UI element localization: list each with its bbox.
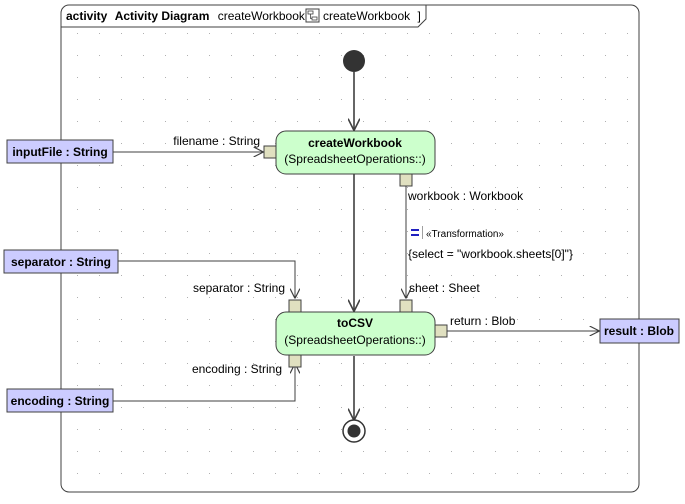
pin-label-workbook: workbook : Workbook	[407, 189, 524, 203]
frame-reference: createWorkbook ]	[323, 9, 421, 23]
action-owner: (SpreadsheetOperations::)	[284, 333, 425, 347]
frame-keyword: activity	[66, 9, 108, 23]
pin-separator[interactable]	[288, 299, 302, 313]
parameter-label: separator : String	[11, 255, 111, 269]
parameter-label: inputFile : String	[12, 145, 107, 159]
pin-label-filename: filename : String	[173, 134, 260, 148]
pin-sheet[interactable]	[399, 299, 413, 313]
equals-icon	[411, 226, 423, 239]
frame-tab-border	[61, 5, 427, 28]
object-flow-separator[interactable]	[118, 260, 295, 298]
parameter-result[interactable]: result : Blob	[599, 318, 680, 344]
action-name: createWorkbook	[308, 136, 402, 150]
parameter-separator[interactable]: separator : String	[3, 249, 119, 274]
pin-label-encoding: encoding : String	[192, 362, 282, 376]
parameter-encoding[interactable]: encoding : String	[6, 388, 114, 413]
frame-name: createWorkbook	[218, 9, 306, 23]
activity-final-node[interactable]	[342, 419, 366, 443]
pin-filename[interactable]	[263, 145, 277, 159]
pin-encoding[interactable]	[288, 354, 302, 368]
frame-reference-name: createWorkbook	[323, 9, 411, 23]
parameter-label: encoding : String	[11, 394, 110, 408]
frame-header: activity Activity Diagram createWorkbook…	[66, 9, 315, 23]
frame-bracket-close: ]	[418, 9, 421, 23]
parameter-input-file[interactable]: inputFile : String	[6, 139, 114, 164]
transformation-stereotype: «Transformation»	[426, 229, 504, 240]
pin-return[interactable]	[434, 324, 448, 338]
action-to-csv[interactable]: toCSV (SpreadsheetOperations::)	[275, 311, 436, 356]
transformation-annotation: «Transformation» {select = "workbook.she…	[408, 226, 573, 261]
action-name: toCSV	[337, 316, 373, 330]
pin-label-return: return : Blob	[450, 314, 516, 328]
parameter-label: result : Blob	[604, 324, 674, 338]
frame-kind: Activity Diagram	[115, 9, 210, 23]
initial-node[interactable]	[343, 50, 365, 72]
transformation-expression: {select = "workbook.sheets[0]"}	[408, 247, 573, 261]
pin-label-separator: separator : String	[193, 281, 285, 295]
action-owner: (SpreadsheetOperations::)	[284, 152, 425, 166]
pin-workbook[interactable]	[399, 173, 413, 187]
activity-diagram-icon	[305, 8, 320, 23]
pin-label-sheet: sheet : Sheet	[409, 281, 480, 295]
action-create-workbook[interactable]: createWorkbook (SpreadsheetOperations::)	[275, 130, 436, 175]
object-flow-encoding[interactable]	[113, 364, 295, 402]
